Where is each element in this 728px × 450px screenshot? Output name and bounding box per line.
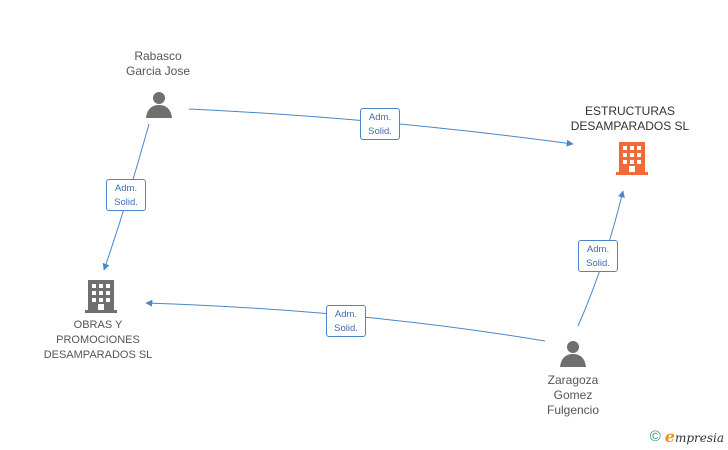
brand-watermark: © empresia (650, 427, 724, 446)
relation-label-rabasco-estructuras[interactable]: Adm. Solid. (360, 108, 400, 140)
relation-label-zaragoza-obras[interactable]: Adm. Solid. (326, 305, 366, 337)
person-icon[interactable] (558, 338, 588, 368)
relation-label-zaragoza-estructuras[interactable]: Adm. Solid. (578, 240, 618, 272)
node-label-estructuras[interactable]: ESTRUCTURAS DESAMPARADOS SL (570, 104, 690, 133)
node-label-rabasco[interactable]: Rabasco Garcia Jose (125, 49, 191, 78)
person-icon[interactable] (144, 89, 174, 119)
copyright-symbol: © (649, 428, 661, 445)
building-icon[interactable] (84, 278, 118, 314)
node-label-zaragoza[interactable]: Zaragoza Gomez Fulgencio (546, 373, 600, 417)
relation-label-rabasco-obras[interactable]: Adm. Solid. (106, 179, 146, 211)
brand-logo: empresia (665, 427, 724, 446)
building-icon-focus[interactable] (615, 140, 649, 176)
brand-initial: e (664, 427, 675, 446)
brand-name: mpresia (674, 431, 724, 445)
node-label-obras[interactable]: OBRAS Y PROMOCIONES DESAMPARADOS SL (43, 319, 153, 361)
